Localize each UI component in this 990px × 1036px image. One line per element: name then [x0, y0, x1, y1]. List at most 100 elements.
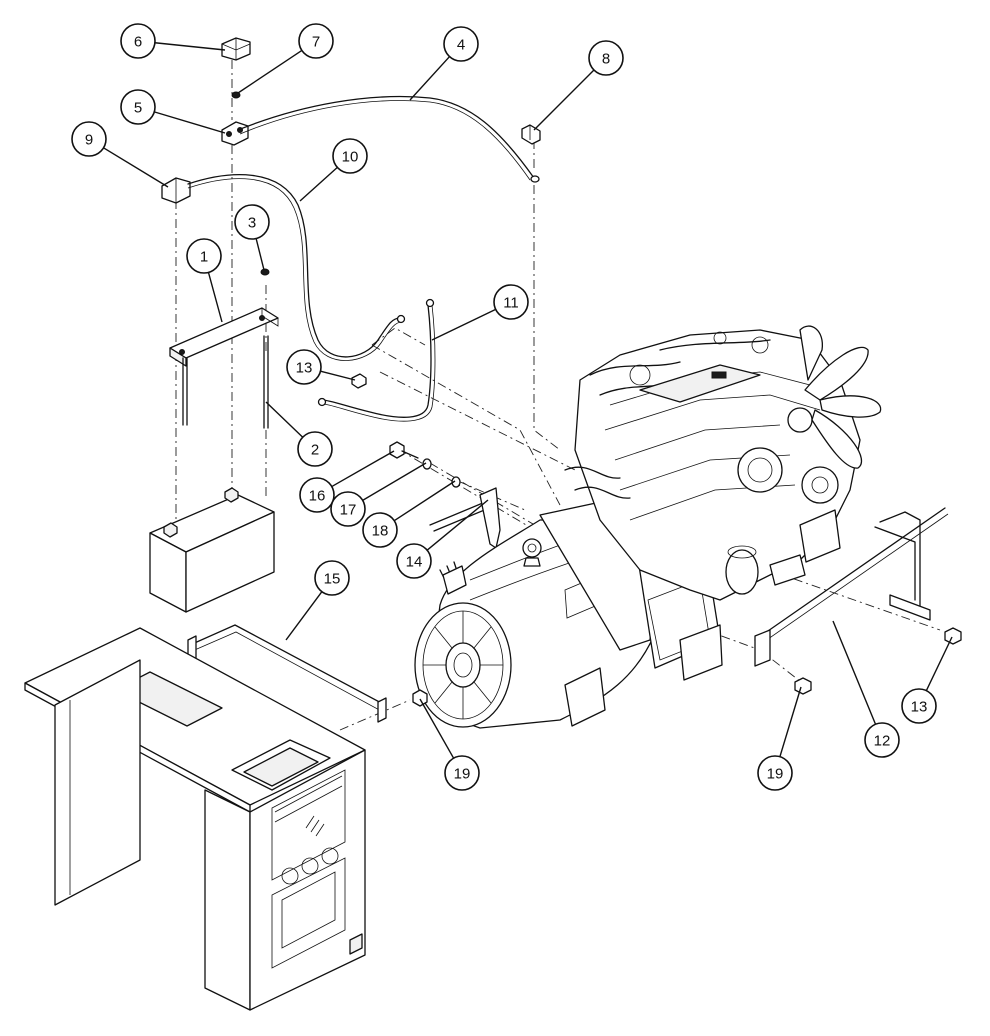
- callout-16: 16: [299, 450, 395, 513]
- callout-circle: [186, 238, 222, 274]
- callout-leader: [265, 401, 304, 438]
- callout-number: 8: [602, 51, 610, 68]
- callout-number: 17: [340, 502, 357, 519]
- part-19-bolt-left: [412, 689, 428, 707]
- callout-6: 6: [120, 23, 226, 59]
- callout-circle: [120, 89, 156, 125]
- callout-number: 13: [911, 699, 928, 716]
- callout-11: 11: [431, 284, 529, 341]
- engine: [564, 325, 882, 601]
- callout-number: 16: [309, 488, 326, 505]
- callout-leader: [409, 56, 451, 101]
- callout-circle: [588, 40, 624, 76]
- callout-leader: [320, 370, 356, 381]
- callout-number: 1: [200, 249, 208, 266]
- part-13-bolt-upper: [351, 373, 367, 389]
- callout-9: 9: [71, 121, 169, 188]
- callout-leader: [832, 620, 877, 725]
- callout-circle: [234, 204, 270, 240]
- callout-number: 5: [134, 100, 142, 117]
- base-stand: [24, 627, 366, 1011]
- callout-5: 5: [120, 89, 226, 134]
- callout-leader: [154, 42, 226, 51]
- callout-13: 13: [901, 636, 953, 724]
- callout-13: 13: [286, 349, 356, 385]
- part-12-frame-rail: [754, 507, 949, 667]
- callout-circle: [332, 138, 368, 174]
- callout-circle: [298, 23, 334, 59]
- callout-number: 6: [134, 34, 142, 51]
- callout-number: 9: [85, 132, 93, 149]
- callout-15: 15: [285, 560, 350, 641]
- part-18-washer: [451, 476, 461, 488]
- part-2-rod: [263, 335, 269, 429]
- callout-17: 17: [330, 462, 427, 527]
- callout-number: 18: [372, 523, 389, 540]
- callout-number: 10: [342, 149, 359, 166]
- part-19-bolt-right: [794, 677, 812, 695]
- callout-number: 12: [874, 733, 891, 750]
- callout-leader: [431, 308, 496, 341]
- callout-14: 14: [396, 499, 489, 579]
- callout-circle: [443, 26, 479, 62]
- part-10-cable: [187, 174, 406, 361]
- callout-19: 19: [757, 686, 802, 791]
- callout-number: 14: [406, 554, 423, 571]
- part-6-sensor: [221, 37, 251, 61]
- part-16-bolt: [389, 441, 419, 459]
- part-3-nut: [260, 268, 270, 276]
- callout-number: 2: [311, 442, 319, 459]
- callout-leader: [925, 636, 953, 691]
- part-11-cable: [317, 298, 436, 422]
- callout-8: 8: [533, 40, 624, 131]
- callout-12: 12: [832, 620, 900, 758]
- callout-circle: [757, 755, 793, 791]
- part-1-bracket: [169, 307, 279, 426]
- callout-1: 1: [186, 238, 223, 323]
- callout-circle: [286, 349, 322, 385]
- callout-leader: [419, 698, 455, 759]
- callout-circle: [493, 284, 529, 320]
- part-9-boot: [161, 177, 191, 204]
- callout-number: 19: [454, 766, 471, 783]
- part-5-terminal: [221, 121, 249, 146]
- callout-3: 3: [234, 204, 270, 271]
- callout-leader: [362, 462, 427, 501]
- callout-circle: [396, 543, 432, 579]
- part-4-cable: [237, 95, 540, 183]
- callout-circle: [314, 560, 350, 596]
- callout-19: 19: [419, 698, 480, 791]
- callout-number: 3: [248, 215, 256, 232]
- callout-number: 7: [312, 34, 320, 51]
- callout-circle: [297, 431, 333, 467]
- callout-number: 19: [767, 766, 784, 783]
- callout-4: 4: [409, 26, 479, 101]
- callout-circle: [120, 23, 156, 59]
- callout-number: 15: [324, 571, 341, 588]
- callout-leader: [237, 49, 303, 94]
- callout-leader: [285, 591, 323, 641]
- callout-circle: [444, 755, 480, 791]
- callout-7: 7: [237, 23, 334, 94]
- callout-circle: [901, 688, 937, 724]
- callout-circle: [299, 477, 335, 513]
- callout-leader: [103, 147, 169, 188]
- callout-18: 18: [362, 480, 456, 548]
- callout-leader: [426, 499, 489, 551]
- battery: [149, 487, 275, 613]
- callout-number: 11: [503, 295, 519, 312]
- callout-leader: [393, 480, 456, 522]
- callout-leader: [331, 450, 395, 488]
- callout-leader: [299, 166, 338, 202]
- callout-leader: [154, 111, 226, 134]
- callout-circle: [362, 512, 398, 548]
- callout-leader: [533, 69, 595, 131]
- callout-leader: [255, 238, 265, 271]
- callout-circle: [330, 491, 366, 527]
- part-7-nut: [231, 91, 241, 99]
- callout-number: 13: [296, 360, 313, 377]
- callout-leader: [779, 686, 802, 757]
